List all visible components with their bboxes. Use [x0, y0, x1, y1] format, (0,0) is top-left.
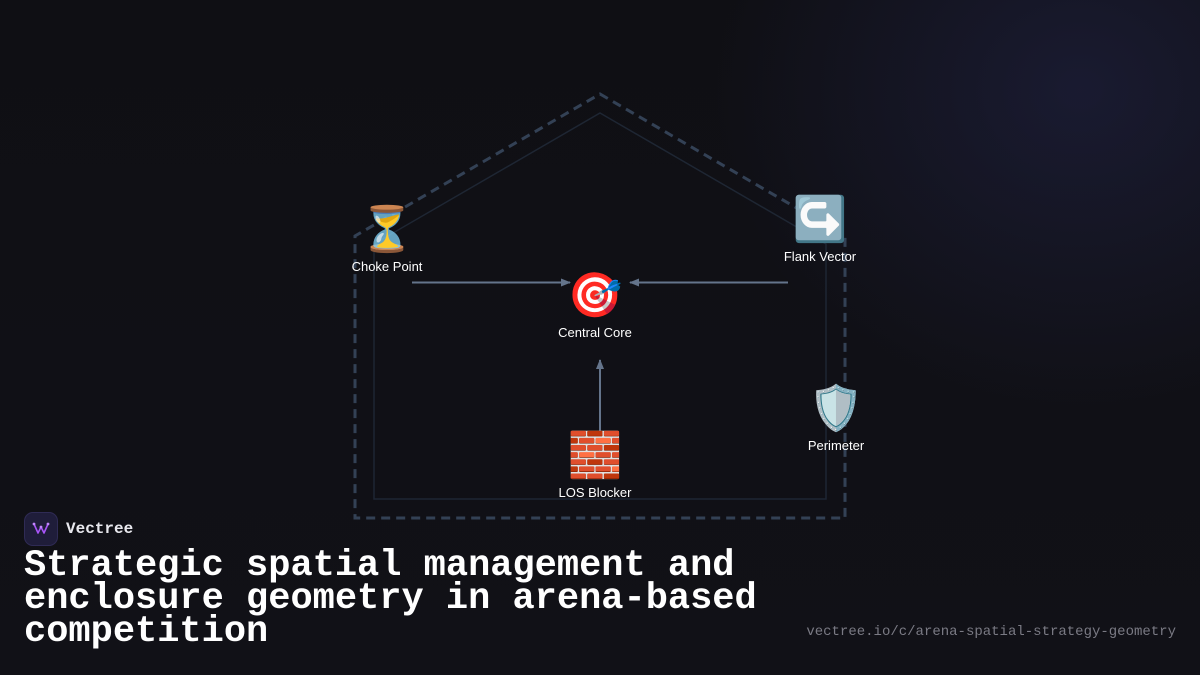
node-label: Central Core: [558, 325, 632, 340]
node-label: Perimeter: [807, 438, 865, 453]
vectree-logo-icon: [24, 512, 58, 546]
hourglass-icon: ⏳: [359, 204, 415, 255]
node-los-blocker[interactable]: 🧱 LOS Blocker: [558, 430, 632, 501]
inner-boundary: [373, 112, 827, 500]
brand[interactable]: Vectree: [24, 512, 133, 546]
source-url[interactable]: vectree.io/c/arena-spatial-strategy-geom…: [806, 624, 1176, 640]
right-hook-arrow-icon: ↪️: [792, 194, 848, 245]
node-flank-vector[interactable]: ↪️ Flank Vector: [783, 194, 857, 265]
brand-name: Vectree: [66, 520, 134, 538]
shield-icon: 🛡️: [808, 383, 864, 434]
target-icon: 🎯: [567, 270, 623, 321]
node-label: LOS Blocker: [558, 485, 632, 500]
node-perimeter[interactable]: 🛡️ Perimeter: [807, 383, 865, 454]
node-central-core[interactable]: 🎯 Central Core: [558, 270, 632, 341]
outer-boundary: [353, 92, 847, 520]
brick-wall-icon: 🧱: [567, 430, 623, 481]
page-title: Strategic spatial management and enclosu…: [24, 545, 757, 653]
node-label: Choke Point: [351, 259, 423, 274]
node-label: Flank Vector: [783, 249, 857, 264]
node-choke-point[interactable]: ⏳ Choke Point: [351, 204, 423, 275]
